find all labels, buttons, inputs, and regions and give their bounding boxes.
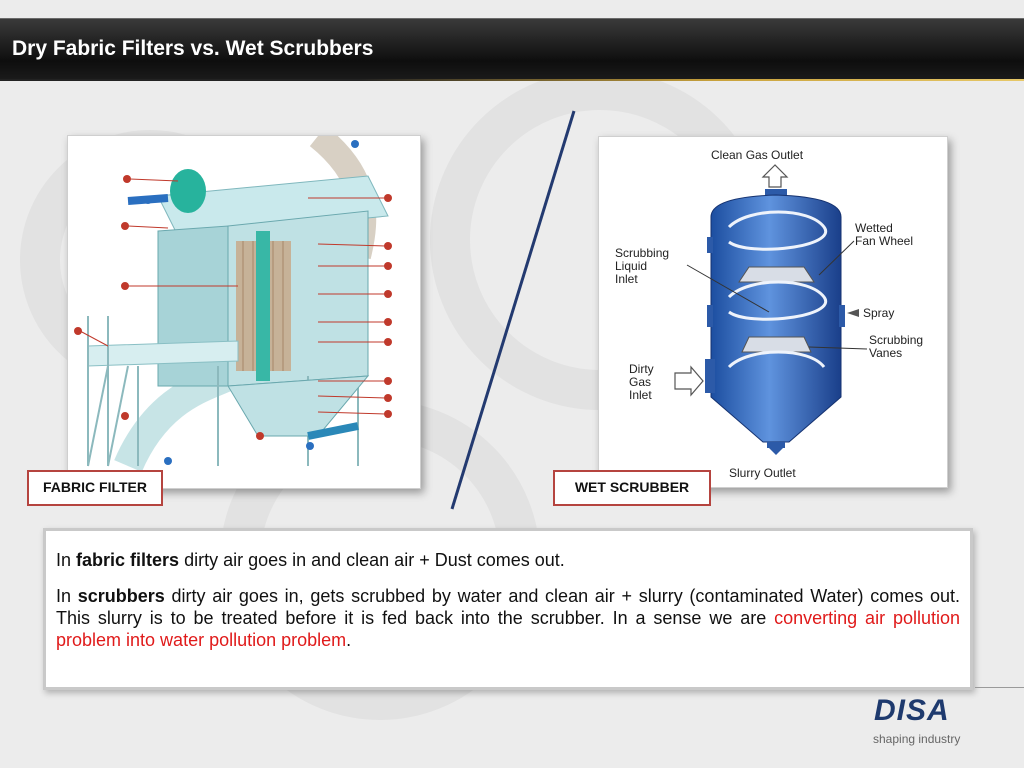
title-bar: Dry Fabric Filters vs. Wet Scrubbers: [0, 18, 1024, 81]
label-slurry-outlet: Slurry Outlet: [729, 466, 796, 480]
callout-4: [384, 290, 392, 298]
callout-3: [384, 262, 392, 270]
explanation-panel: In fabric filters dirty air goes in and …: [43, 528, 973, 690]
label-scrubbing-vanes-1: Scrubbing: [869, 333, 923, 347]
label-dirty-gas-1: Dirty: [629, 362, 654, 376]
label-wetted-1: Wetted: [855, 221, 893, 235]
page-title: Dry Fabric Filters vs. Wet Scrubbers: [12, 37, 374, 60]
disa-logo: DISA shaping industry: [870, 694, 970, 754]
divider-line: [450, 110, 576, 510]
label-wetted-2: Fan Wheel: [855, 234, 913, 248]
dirty-gas-arrow-icon: [674, 365, 704, 397]
fabric-filter-caption: FABRIC FILTER: [27, 470, 163, 506]
label-clean-gas-outlet: Clean Gas Outlet: [711, 148, 804, 162]
footer-rule: [975, 687, 1024, 688]
logo-tagline: shaping industry: [873, 732, 961, 746]
callout-15: [121, 412, 129, 420]
wet-scrubber-caption: WET SCRUBBER: [553, 470, 711, 506]
callout-1: [384, 194, 392, 202]
spray-arrow-icon: [847, 309, 859, 317]
callout-7: [256, 432, 264, 440]
highlight-conversion: converting air pollution problem into wa…: [56, 608, 960, 650]
label-scrubbing-liquid-1: Scrubbing: [615, 246, 669, 260]
paragraph-fabric-filters: In fabric filters dirty air goes in and …: [56, 550, 565, 570]
label-spray: Spray: [863, 306, 894, 320]
term-scrubbers: scrubbers: [77, 586, 165, 606]
fabric-filter-image: [67, 135, 421, 489]
wet-scrubber-image: Clean Gas Outlet Wetted Fan Wheel Scrubb…: [598, 136, 948, 488]
callout-11: [74, 327, 82, 335]
clean-gas-arrow-icon: [761, 164, 789, 188]
callout-5: [384, 318, 392, 326]
label-dirty-gas-2: Gas: [629, 375, 651, 389]
callout-8: [121, 222, 129, 230]
callout-12: [384, 377, 392, 385]
term-fabric-filters: fabric filters: [76, 550, 180, 570]
paragraph-scrubbers: In scrubbers dirty air goes in, gets scr…: [56, 586, 961, 650]
title-underline: [0, 79, 1024, 81]
callout-6: [384, 338, 392, 346]
label-scrubbing-liquid-2: Liquid: [615, 259, 647, 273]
callout-9: [121, 282, 129, 290]
label-dirty-gas-3: Inlet: [629, 388, 652, 402]
label-scrubbing-vanes-2: Vanes: [869, 346, 902, 360]
logo-wordmark: DISA: [874, 694, 950, 727]
callout-14: [384, 410, 392, 418]
callout-2: [384, 242, 392, 250]
label-scrubbing-liquid-3: Inlet: [615, 272, 638, 286]
callout-10: [123, 175, 131, 183]
callout-13: [384, 394, 392, 402]
